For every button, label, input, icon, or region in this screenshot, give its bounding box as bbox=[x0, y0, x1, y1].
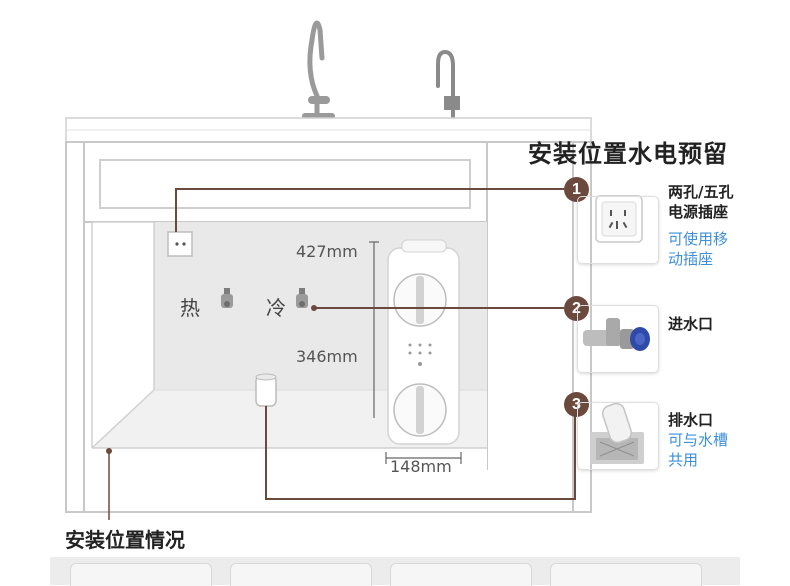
leader-lines bbox=[108, 188, 576, 520]
drain-outlet-card bbox=[577, 402, 659, 470]
angle-valve-card-icon bbox=[583, 318, 650, 351]
height-upper-label: 427mm bbox=[296, 242, 358, 261]
drain-outlet-title: 排水口 bbox=[668, 411, 714, 429]
page-title: 安装位置水电预留 bbox=[528, 140, 728, 168]
wall-socket-icon bbox=[167, 231, 193, 257]
kitchen-faucet-icon bbox=[302, 20, 335, 119]
water-purifier bbox=[387, 239, 460, 445]
dimension-markers bbox=[369, 241, 462, 464]
installation-caption: 安装位置情况 bbox=[65, 528, 185, 552]
height-lower-label: 346mm bbox=[296, 347, 358, 366]
hot-tap-label: 热 bbox=[180, 296, 200, 320]
power-socket-card-icon bbox=[595, 195, 643, 243]
next-section-card bbox=[390, 563, 532, 586]
cold-tap-label: 冷 bbox=[266, 296, 286, 320]
power-socket-card bbox=[577, 196, 659, 264]
countertop bbox=[65, 117, 592, 143]
floor-drain-card-icon bbox=[590, 402, 644, 464]
hot-valve-icon bbox=[221, 288, 233, 308]
next-section-card bbox=[230, 563, 372, 586]
water-inlet-title: 进水口 bbox=[668, 315, 714, 333]
callout-badge-1: 1 bbox=[564, 177, 589, 202]
purifier-faucet-icon bbox=[436, 49, 460, 120]
cold-valve-icon bbox=[296, 288, 308, 308]
drain-pipe-icon bbox=[255, 373, 277, 407]
width-label: 148mm bbox=[390, 457, 452, 476]
callout-badge-3: 3 bbox=[564, 392, 589, 417]
location-dot bbox=[106, 448, 112, 454]
next-section-card bbox=[550, 563, 702, 586]
power-socket-note: 可使用移 动插座 bbox=[668, 230, 729, 268]
inlet-dot bbox=[311, 305, 317, 311]
next-section-card bbox=[70, 563, 212, 586]
power-socket-title: 两孔/五孔 电源插座 bbox=[668, 183, 734, 221]
callout-badge-2: 2 bbox=[564, 296, 589, 321]
drain-outlet-note: 可与水槽 共用 bbox=[668, 431, 729, 469]
water-inlet-card bbox=[577, 305, 659, 373]
